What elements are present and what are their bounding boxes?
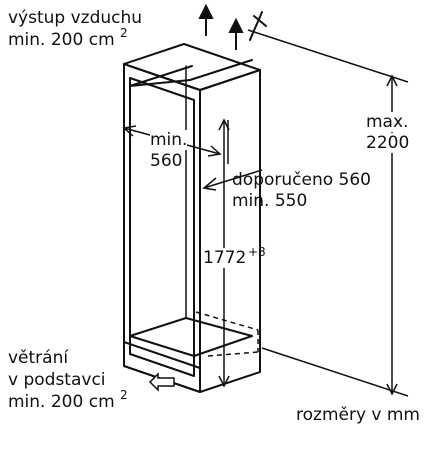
plinth-edge: [185, 317, 253, 337]
niche-inner-opening: [129, 77, 195, 377]
niche-right-side: [199, 69, 261, 393]
plinth-vent-arrow: [148, 372, 175, 392]
max-height-extension-bottom: [261, 347, 409, 397]
depth-dashed-line: [195, 311, 259, 331]
top-shelf-line: [129, 79, 191, 87]
air-outlet-symbol: [253, 15, 267, 27]
air-outlet-label-line2: min. 200 cm: [8, 30, 115, 50]
niche-front-frame: [123, 63, 201, 393]
height-value-label: 1772: [203, 248, 247, 268]
recommended-depth-label-line2: min. 550: [232, 191, 308, 211]
height-arrow-top: [218, 118, 230, 131]
plinth-edge: [193, 335, 253, 357]
units-note: rozměry v mm: [296, 405, 420, 425]
plinth-front: [123, 341, 201, 393]
top-shelf-line: [129, 65, 193, 87]
depth-dimension-line: [203, 169, 263, 189]
width-arrow-left: [122, 125, 137, 137]
plinth-vent-superscript: 2: [120, 388, 128, 402]
plinth-vent-label-line1: větrání: [8, 348, 69, 368]
top-shelf-line: [189, 59, 253, 81]
recommended-depth-label-line1: doporučeno 560: [232, 170, 371, 190]
depth-dashed-line: [207, 351, 259, 357]
min-depth-label-line2: 560: [150, 151, 183, 171]
max-height-label-line2: 2200: [366, 133, 410, 153]
plinth-vent-label-line3: min. 200 cm: [8, 392, 115, 412]
height-arrow-bottom: [218, 375, 230, 388]
plinth-edge: [129, 335, 195, 357]
max-height-extension-top: [247, 29, 409, 83]
air-outlet-arrow-head: [198, 3, 214, 19]
plinth-vent-label-line2: v podstavci: [8, 370, 106, 390]
width-arrow-right: [207, 145, 222, 157]
air-outlet-superscript: 2: [120, 26, 128, 40]
plinth-edge: [129, 317, 187, 337]
depth-arrow-left: [202, 177, 217, 191]
max-height-label-line1: max.: [366, 112, 409, 132]
air-outlet-label-line1: výstup vzduchu: [8, 8, 143, 28]
air-outlet-arrow-head: [228, 17, 244, 33]
height-tolerance-label: +8: [248, 245, 266, 259]
min-depth-label-line1: min.: [150, 130, 188, 150]
air-outlet-symbol: [249, 11, 263, 41]
max-arrow-bottom: [386, 383, 398, 396]
max-arrow-top: [386, 74, 398, 87]
